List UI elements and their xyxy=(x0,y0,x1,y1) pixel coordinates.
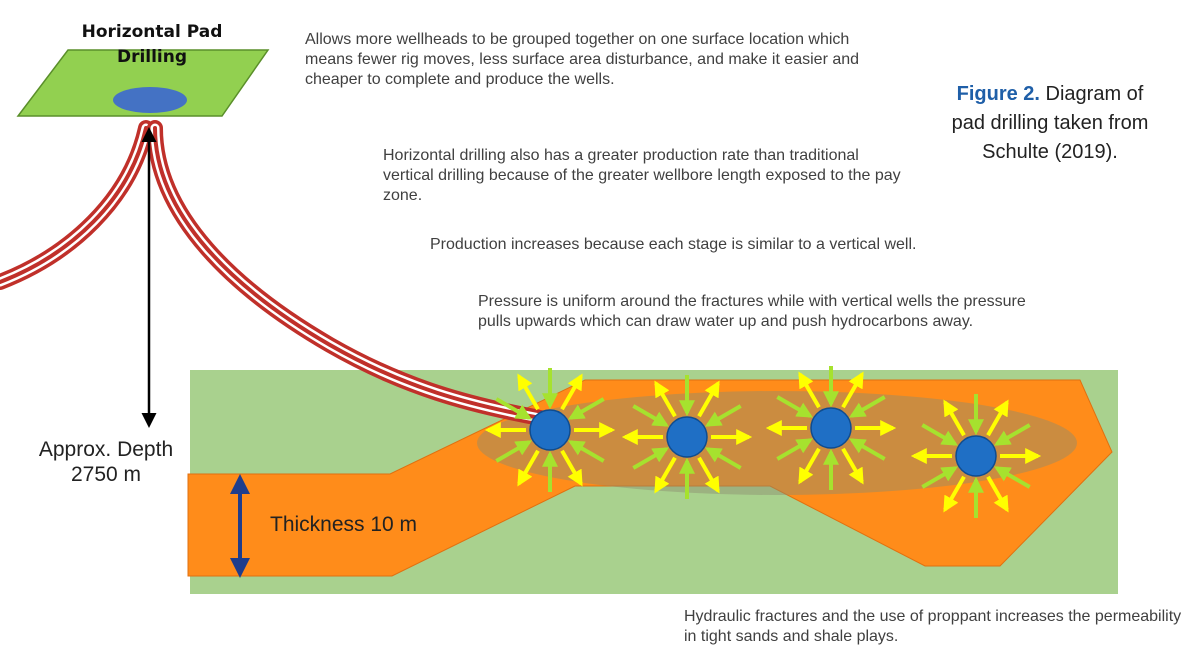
fracture-arrow-outward xyxy=(986,475,1009,513)
fracture-arrow-inward xyxy=(776,395,813,418)
fracture-arrow-inward xyxy=(495,397,532,420)
figure-caption-line1: Diagram of xyxy=(1045,83,1144,105)
figure-caption-line3: Schulte (2019). xyxy=(982,141,1118,163)
fracture-arrow-outward xyxy=(654,380,677,418)
fracture-arrow-outward xyxy=(841,447,864,485)
wellbore-left xyxy=(0,120,154,290)
fracture-arrow-inward xyxy=(568,440,605,463)
fracture-arrow-inward xyxy=(994,423,1031,446)
fracture-arrow-outward xyxy=(943,399,966,437)
fracture-arrow-outward xyxy=(697,456,720,494)
fracture-stage-icon xyxy=(666,416,708,458)
wellhead-cluster xyxy=(113,87,187,113)
fracture-stages xyxy=(484,366,1042,518)
wellbore-horizontal xyxy=(147,120,548,426)
pad-title-line1: Horizontal Pad xyxy=(81,22,223,42)
pad-title-line2: Drilling xyxy=(116,47,188,67)
fracture-arrow-outward xyxy=(560,449,583,487)
note-wellheads: Allows more wellheads to be grouped toge… xyxy=(305,31,860,88)
drill-pad xyxy=(16,49,270,117)
pay-zone-overlay xyxy=(477,391,1077,495)
note-stages: Production increases because each stage … xyxy=(430,236,917,253)
fracture-arrow-inward xyxy=(632,447,669,470)
thickness-label: Thickness 10 m xyxy=(270,513,418,536)
depth-label: Approx. Depth 2750 m xyxy=(14,437,198,487)
fracture-arrow-outward xyxy=(697,380,720,418)
fracture-arrow-outward xyxy=(798,447,821,485)
fracture-stage-icon xyxy=(529,409,571,451)
fracture-arrow-inward xyxy=(849,438,886,461)
fracture-arrow-outward xyxy=(560,373,583,411)
note-pressure: Pressure is uniform around the fractures… xyxy=(478,293,1026,330)
fracture-arrow-inward xyxy=(921,466,958,489)
fracture-arrow-inward xyxy=(705,404,742,427)
pad-title: Horizontal Pad Drilling xyxy=(50,20,254,70)
note-fractures: Hydraulic fractures and the use of propp… xyxy=(684,608,1182,645)
figure-label: Figure 2. xyxy=(956,83,1040,105)
fracture-arrow-inward xyxy=(495,440,532,463)
depth-label-line2: 2750 m xyxy=(70,463,142,486)
fracture-stage-icon xyxy=(810,407,852,449)
fracture-arrow-outward xyxy=(517,373,540,411)
fracture-arrow-inward xyxy=(921,423,958,446)
fracture-arrow-outward xyxy=(841,371,864,409)
figure-caption-line2: pad drilling taken from xyxy=(951,112,1149,134)
fracture-arrow-outward xyxy=(986,399,1009,437)
fracture-arrow-inward xyxy=(776,438,813,461)
fracture-arrow-inward xyxy=(568,397,605,420)
fracture-arrow-outward xyxy=(798,371,821,409)
fracture-stage-icon xyxy=(955,435,997,477)
fracture-arrow-inward xyxy=(632,404,669,427)
fracture-arrow-outward xyxy=(654,456,677,494)
fracture-arrow-inward xyxy=(994,466,1031,489)
figure-caption: Figure 2. Diagram of pad drilling taken … xyxy=(925,80,1175,167)
fracture-arrow-outward xyxy=(943,475,966,513)
fracture-arrow-inward xyxy=(705,447,742,470)
note-production-rate: Horizontal drilling also has a greater p… xyxy=(383,147,901,204)
fracture-arrow-outward xyxy=(517,449,540,487)
fracture-arrow-inward xyxy=(849,395,886,418)
depth-label-line1: Approx. Depth xyxy=(38,438,174,461)
